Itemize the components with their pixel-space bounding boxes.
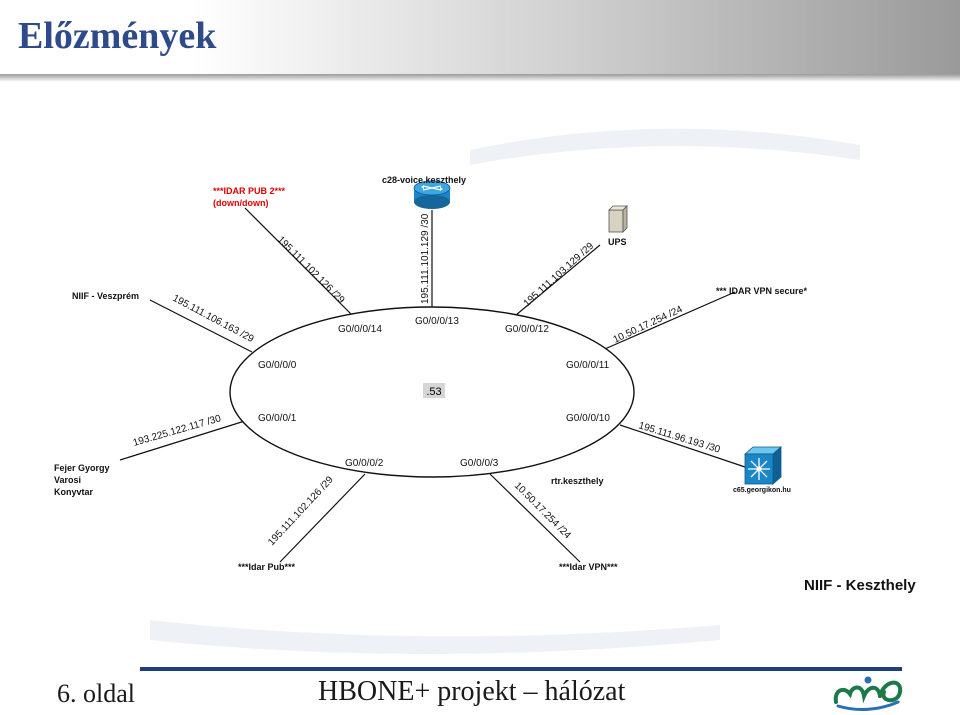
port-label: G0/0/0/14: [338, 324, 382, 335]
footer-project-title: HBONE+ projekt – hálózat: [318, 676, 626, 707]
link-idar-pub: [279, 473, 366, 563]
ups-icon: [608, 205, 628, 233]
idar-pub-label: ***Idar Pub***: [238, 562, 296, 572]
port-label: G0/0/0/12: [505, 324, 549, 335]
center-label: .53: [426, 386, 441, 398]
fejer-label-2: Varosi: [54, 475, 81, 485]
slide-title: Előzmények: [18, 15, 217, 57]
port-label: G0/0/0/10: [566, 413, 610, 424]
voice-router-label: c28-voice.keszthely: [382, 175, 466, 185]
link-niif-veszprem: [149, 299, 253, 353]
link-georgikon: [619, 424, 749, 469]
port-label: G0/0/0/1: [258, 413, 297, 424]
footer-divider: [140, 667, 902, 671]
fejer-label-1: Fejer Gyorgy: [54, 463, 110, 473]
port-label: G0/0/0/0: [258, 360, 297, 371]
link-idar-vpn-secure: [597, 291, 736, 353]
port-label: G0/0/0/2: [345, 458, 384, 469]
niif-veszprem-label: NIIF - Veszprém: [72, 291, 139, 301]
georgikon-label: c65.georgikon.hu: [733, 487, 791, 494]
background-swoosh-top: [470, 128, 860, 165]
fejer-label-3: Konyvtar: [54, 487, 94, 497]
title-bar: [0, 0, 960, 78]
rtr-label: rtr.keszthely: [551, 476, 604, 486]
niif-logo-icon: [833, 676, 903, 711]
link-idar-vpn: [489, 473, 581, 563]
link-ups: [509, 244, 601, 321]
diagram-caption: NIIF - Keszthely: [804, 577, 916, 594]
ups-label: UPS: [608, 237, 627, 247]
center-label-bg: [423, 383, 445, 398]
idar-pub2-label: ***IDAR PUB 2***: [213, 186, 286, 196]
idar-pub2-status: (down/down): [213, 198, 268, 208]
title-bar-shadow: [0, 74, 960, 82]
link-fejer: [119, 419, 249, 461]
page-number: 6. oldal: [57, 679, 135, 708]
port-label: G0/0/0/3: [460, 458, 499, 469]
link-label: 195.111.101.129 /30: [420, 213, 431, 304]
link-idar-pub2: [244, 207, 356, 319]
router-icon: [413, 180, 451, 209]
port-label: G0/0/0/11: [566, 360, 610, 371]
idar-vpn-secure-label: *** IDAR VPN secure*: [716, 286, 808, 296]
background-swoosh-bottom: [150, 620, 720, 654]
port-label: G0/0/0/13: [415, 316, 459, 327]
switch-icon: [743, 446, 783, 485]
idar-vpn-label: ***Idar VPN***: [559, 562, 618, 572]
